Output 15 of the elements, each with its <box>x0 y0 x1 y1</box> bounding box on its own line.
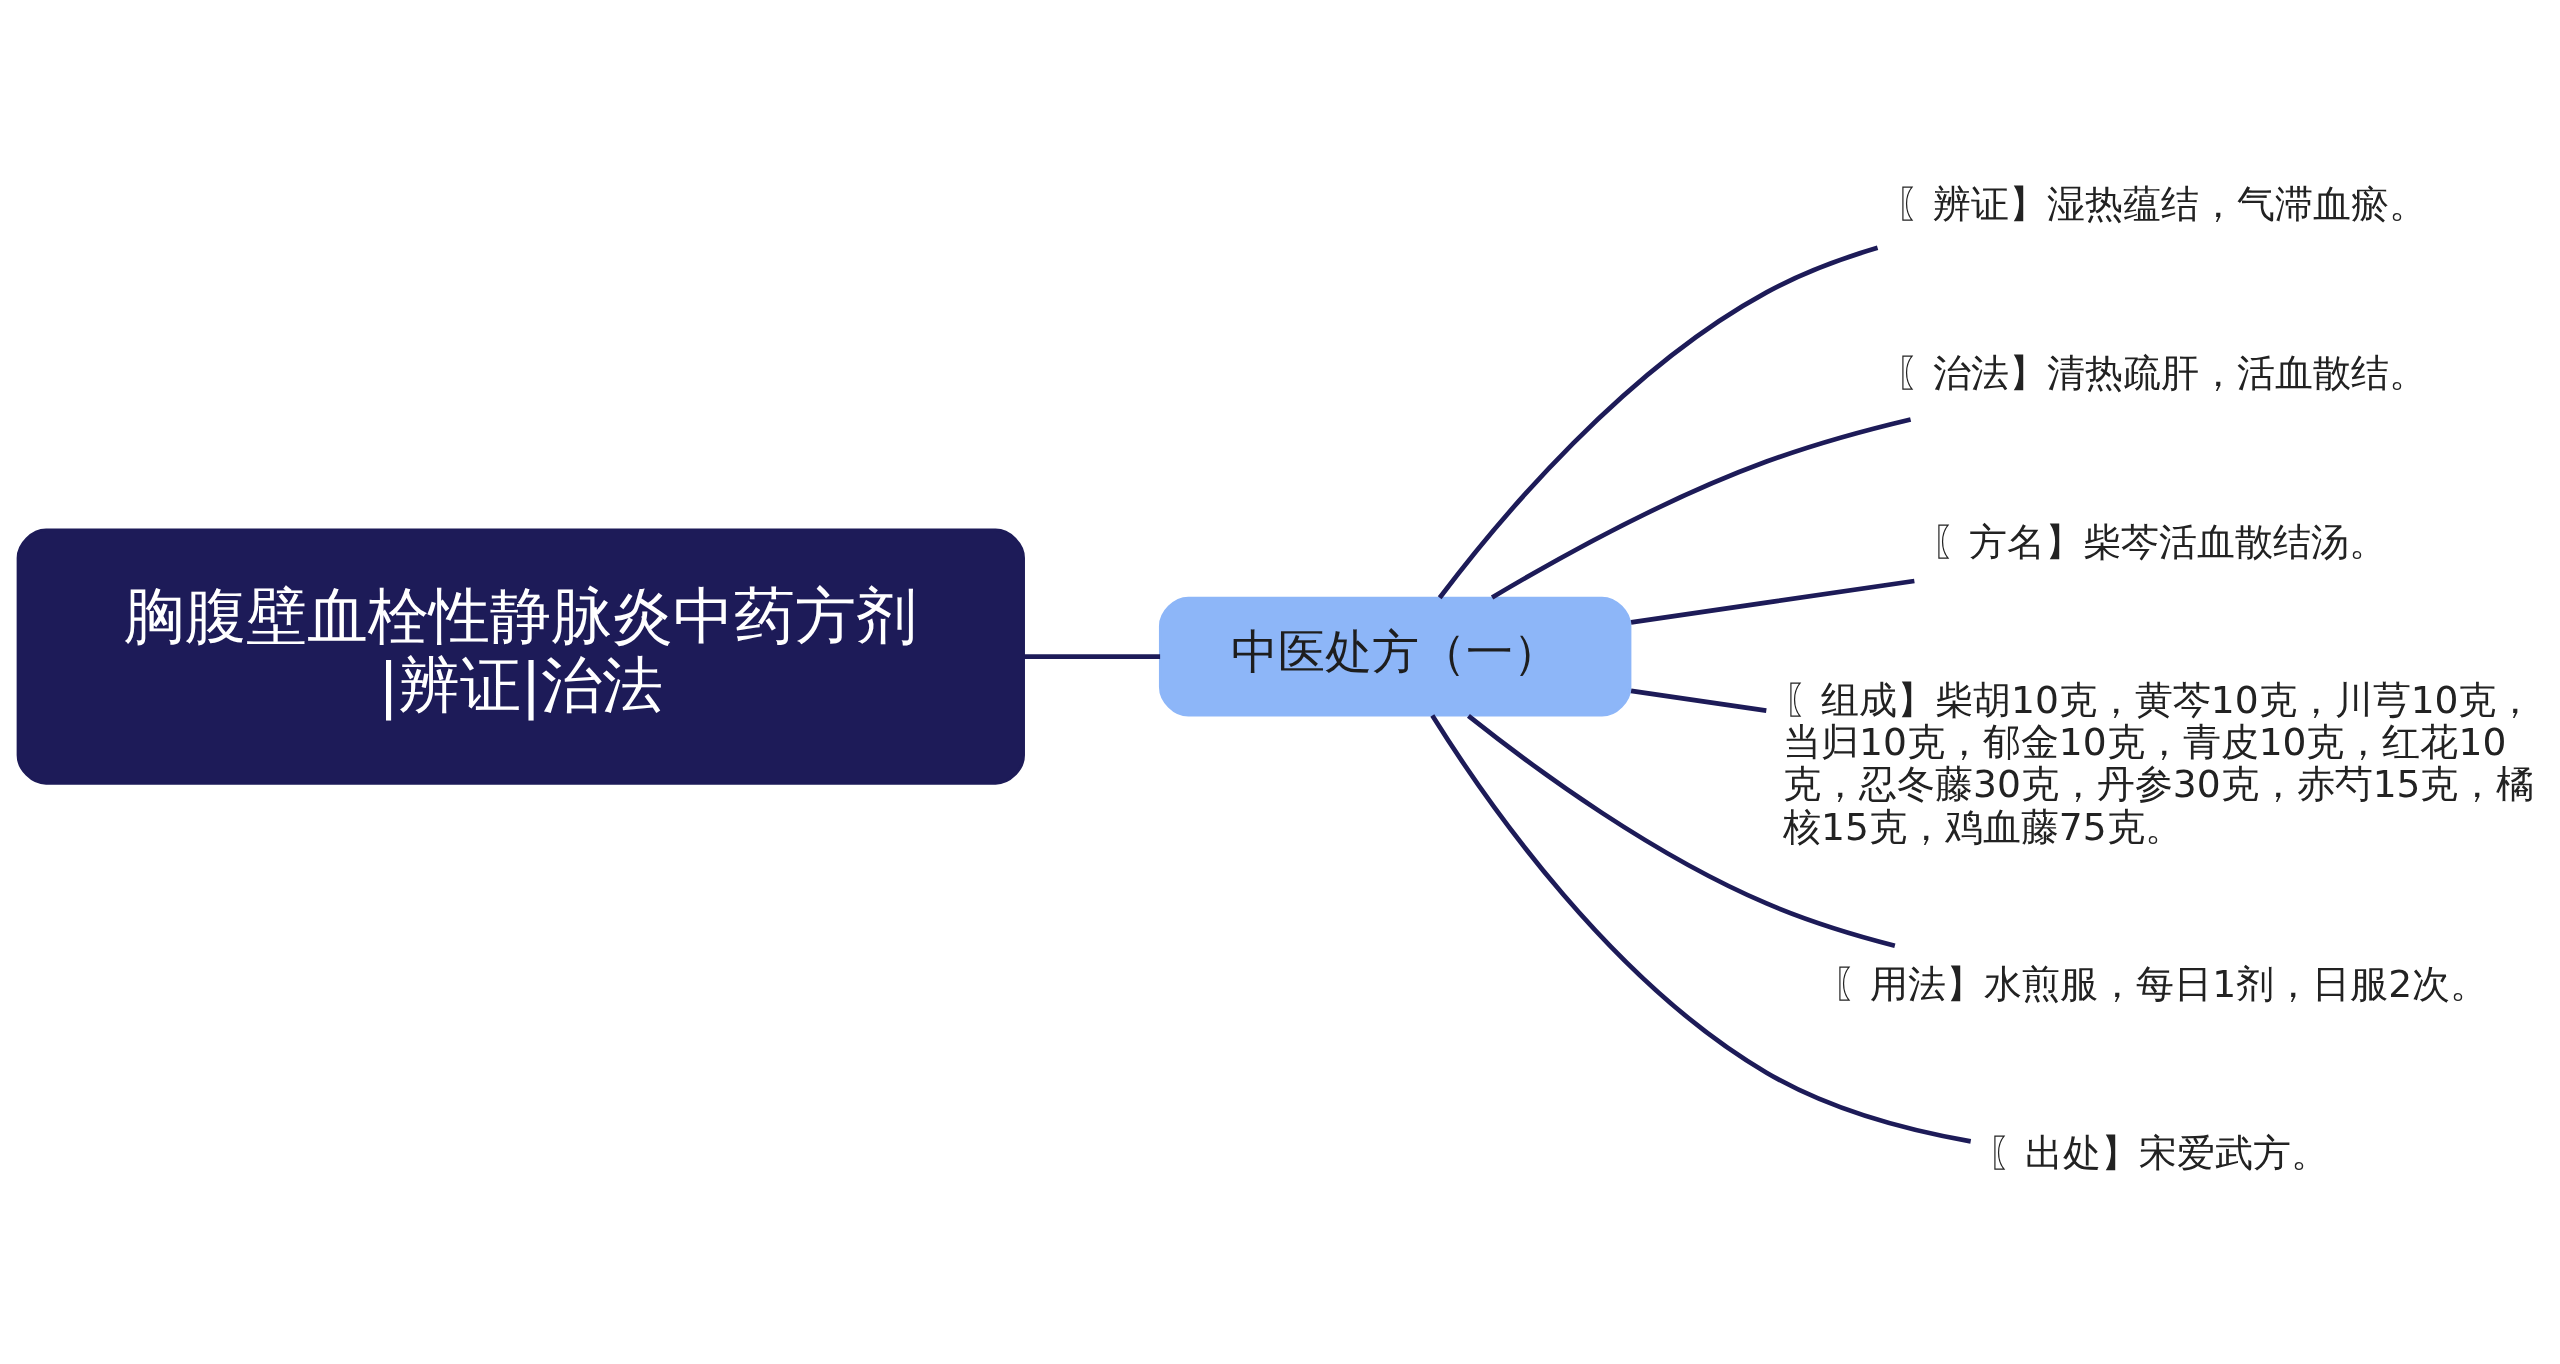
connector <box>1630 688 1767 713</box>
node-text: 〖用法】水煎服，每日1剂，日服2次。 <box>1832 961 2489 1006</box>
node-text: 〖辨证】湿热蕴结，气滞血瘀。 <box>1894 181 2427 226</box>
node-text: 〖组成】柴胡10克，黄芩10克，川芎10克，当归10克，郁金10克，青皮10克，红花10克，忍冬藤30克，丹参30克，赤芍15克，橘核15克，鸡血藤75克。 <box>1783 677 2535 849</box>
connector <box>1430 713 1972 1144</box>
node-text: 〖方名】柴芩活血散结汤。 <box>1931 519 2388 564</box>
connector <box>1024 653 1161 659</box>
connector <box>1490 416 1912 599</box>
node-text: 〖出处】宋爱武方。 <box>1987 1130 2330 1175</box>
connector <box>1437 245 1879 599</box>
node-text: 〖治法】清热疏肝，活血散结。 <box>1894 350 2427 395</box>
connector <box>1630 578 1915 625</box>
node-box: 中医处方（一） <box>1158 596 1632 717</box>
node-box: 胸腹壁血栓性静脉炎中药方剂|辨证|治法 <box>16 528 1025 785</box>
connector <box>1467 713 1896 948</box>
